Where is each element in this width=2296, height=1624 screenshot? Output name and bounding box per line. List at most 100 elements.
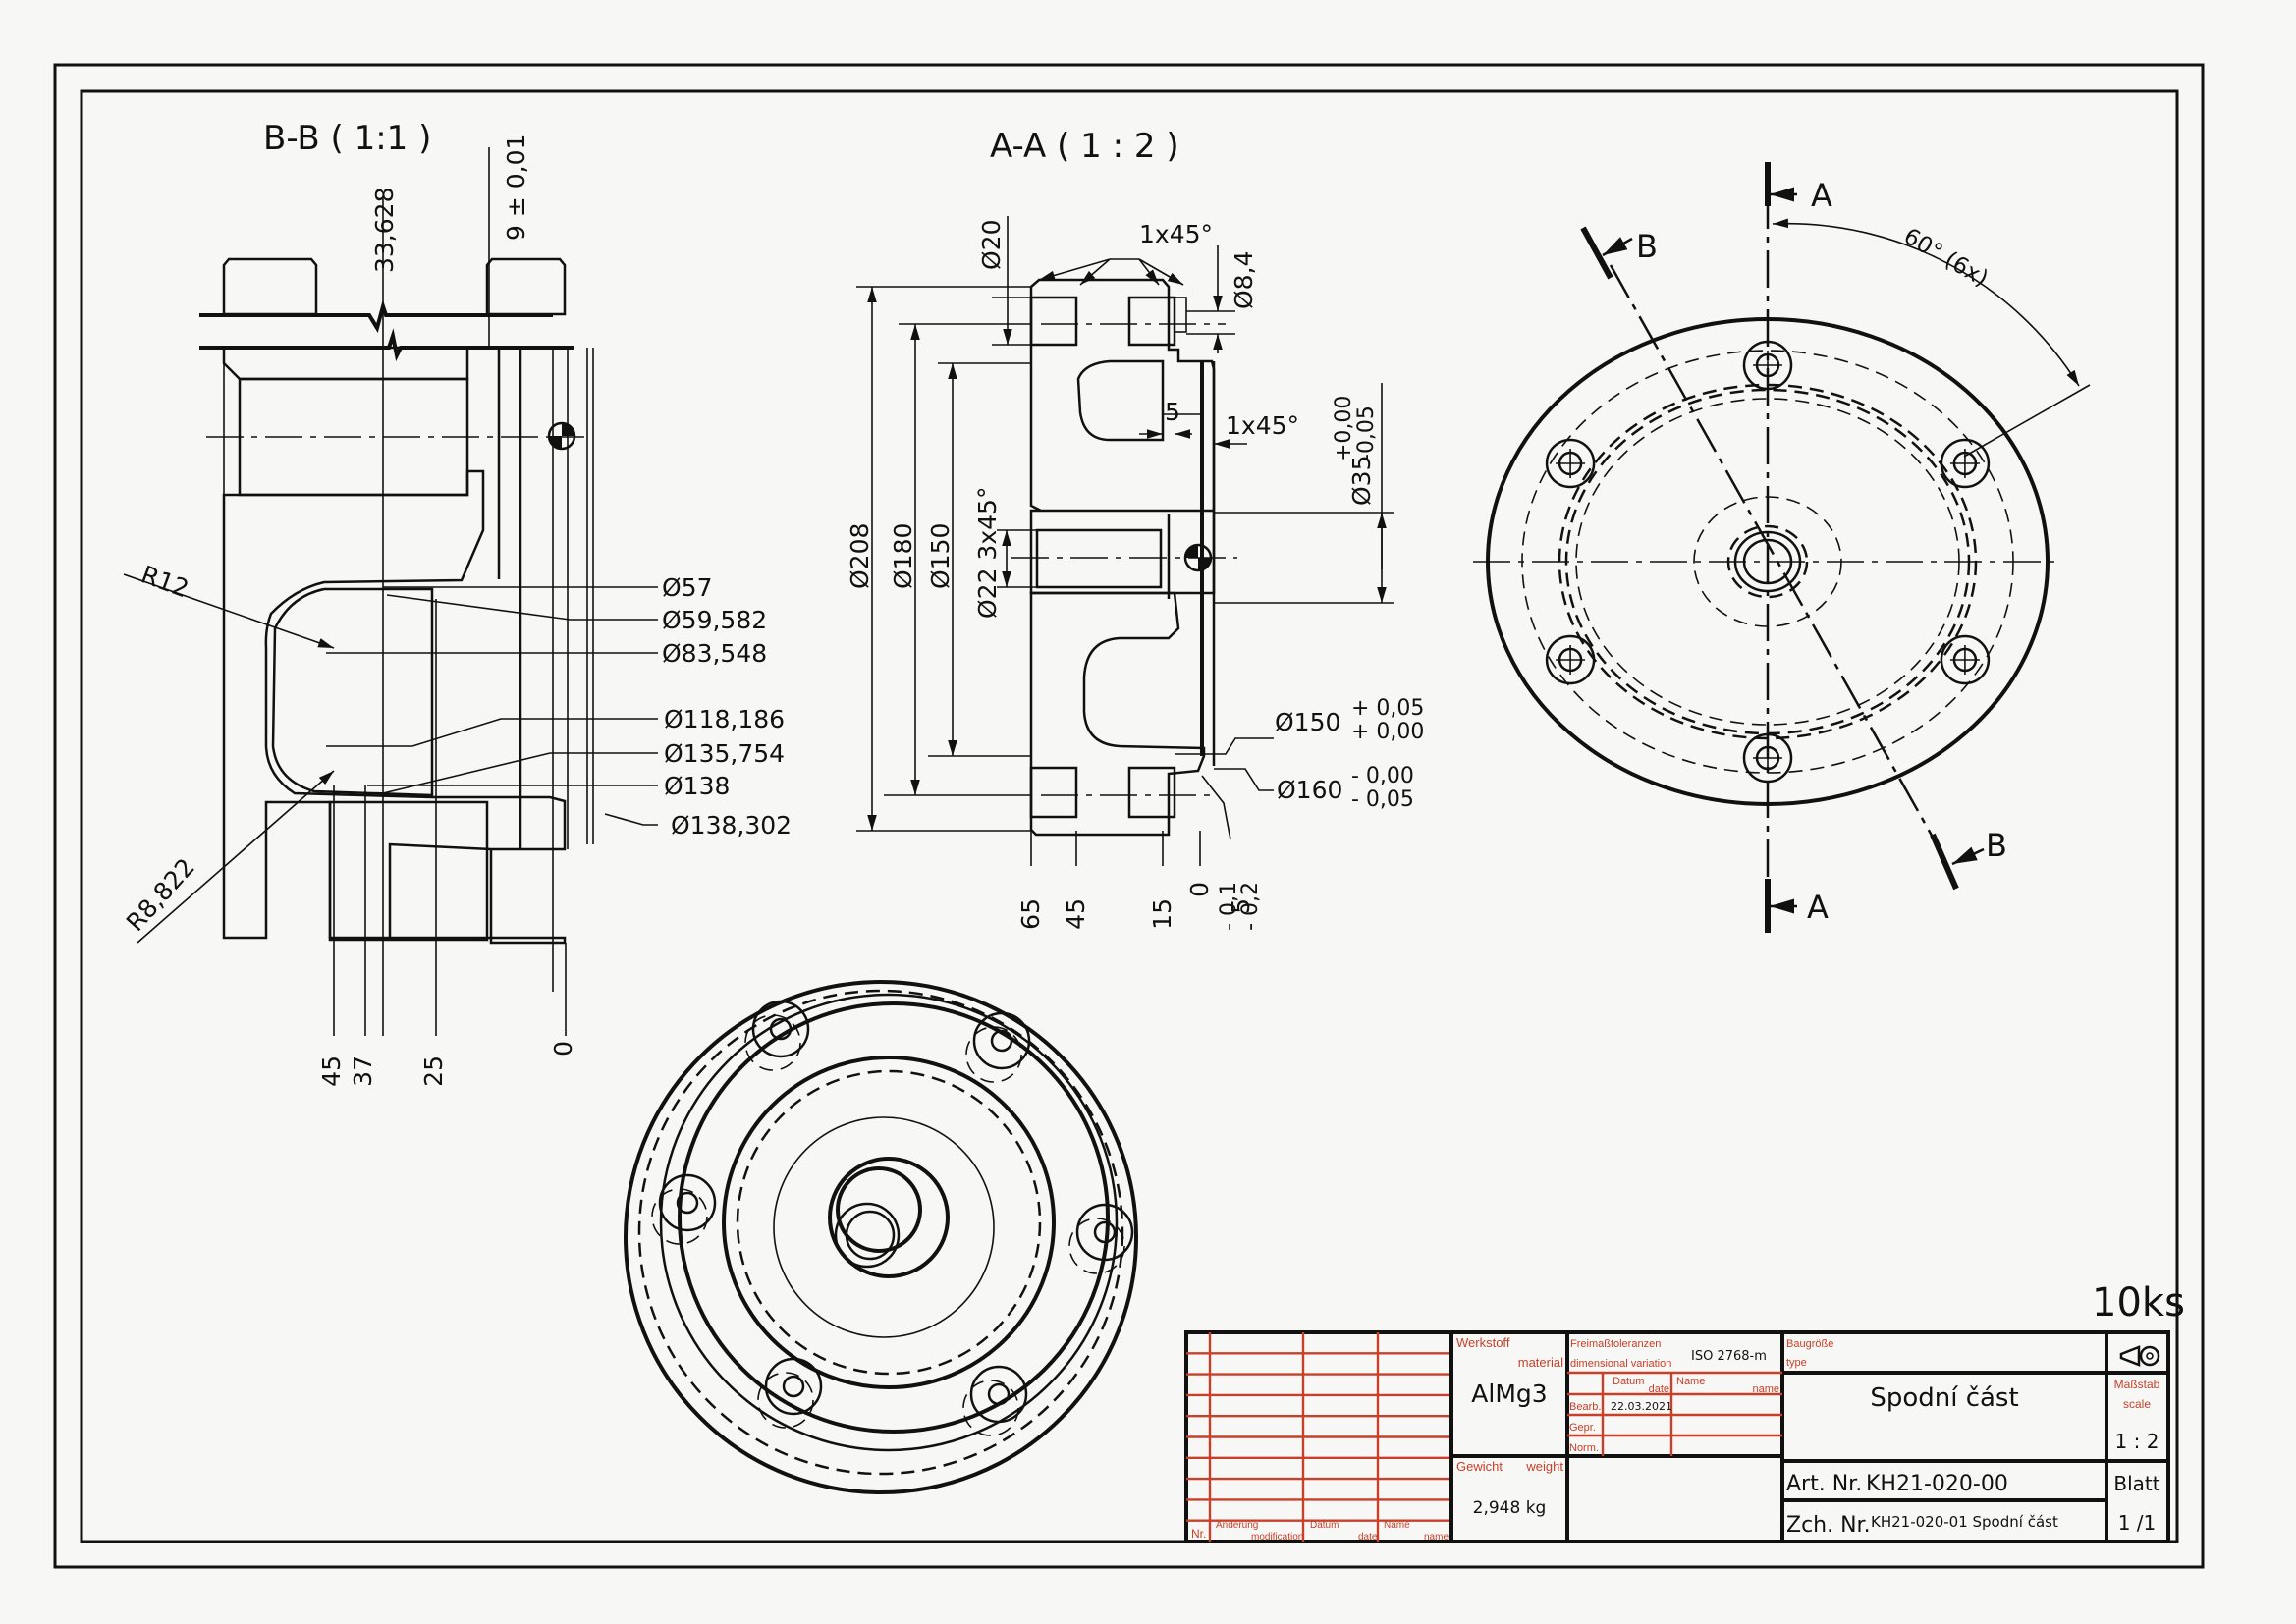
iso-view [624, 980, 1138, 1494]
aa-dim-d160-tol-upper: - 0,00 [1351, 764, 1414, 788]
zch-nr-value: KH21-020-01 Spodní část [1871, 1513, 2058, 1531]
name-label-en: name [1752, 1383, 1779, 1395]
rev-header-nr: Nr. [1191, 1527, 1206, 1541]
aa-dim-d150-fit: Ø150 [1275, 708, 1340, 736]
scale-value: 1 : 2 [2115, 1430, 2159, 1453]
bearb-label: Bearb. [1569, 1401, 1601, 1413]
rev-header-date-en: date [1358, 1532, 1378, 1543]
tolerance-label-de: Freimaßtoleranzen [1570, 1338, 1661, 1350]
sheet-label: Blatt [2113, 1472, 2159, 1495]
section-b-label: B [1986, 827, 2007, 864]
aa-ord-tol-group: 5 - 0,1 - 0,2 [1217, 882, 1263, 931]
aa-dim-d35-tol-lower: -0,05 [1354, 406, 1379, 461]
zch-nr-label: Zch. Nr. [1786, 1513, 1871, 1538]
bb-dim-d138302: Ø138,302 [671, 811, 792, 839]
aa-dim-d22: Ø22 3x45° [973, 487, 1002, 619]
tolerance-label-en: dimensional variation [1570, 1358, 1671, 1370]
aa-dim-d150: Ø150 [926, 523, 955, 589]
rev-header-change-en: modification [1251, 1532, 1303, 1543]
gepr-label: Gepr. [1569, 1422, 1596, 1434]
weight-value: 2,948 kg [1473, 1498, 1547, 1518]
bb-dim-d118186: Ø118,186 [664, 705, 785, 733]
aa-dim-d35: Ø35 [1347, 456, 1376, 507]
aa-ord-65: 65 [1016, 898, 1045, 930]
bb-dim-r12: R12 [137, 560, 192, 603]
rev-header-name-en: name [1424, 1532, 1449, 1543]
iso-bolt-hole [651, 1173, 717, 1245]
front-view: A A B B 60° (6x) [1473, 162, 2091, 933]
type-label-de: Baugröße [1786, 1338, 1833, 1350]
front-angle-label: 60° (6x) [1899, 224, 1993, 293]
section-marker-a-bottom: A [1765, 879, 1829, 933]
section-aa-title: A-A ( 1 : 2 ) [990, 127, 1179, 166]
bolt-hole [1545, 634, 1596, 685]
tolerance-value: ISO 2768-m [1691, 1349, 1767, 1364]
bb-dim-d135754: Ø135,754 [664, 739, 785, 768]
center-of-gravity-icon [547, 421, 576, 451]
bb-break-line-2 [199, 328, 574, 362]
art-nr-value: KH21-020-00 [1866, 1472, 2008, 1496]
bb-slot [328, 800, 489, 942]
bb-dim-d59582: Ø59,582 [662, 606, 767, 634]
bearb-date: 22.03.2021 [1611, 1400, 1672, 1413]
sheet-value: 1 /1 [2118, 1511, 2157, 1535]
first-angle-projection-icon [2119, 1345, 2160, 1367]
weight-label-en: weight [1525, 1459, 1563, 1474]
bb-ord-37: 37 [349, 1056, 377, 1087]
bolt-hole [1940, 634, 1991, 685]
bb-break-line-1 [199, 299, 553, 333]
aa-dim-chamfer-side: 1x45° [1226, 411, 1299, 440]
material-label-de: Werkstoff [1456, 1335, 1510, 1350]
weight-label-de: Gewicht [1456, 1459, 1503, 1474]
bb-dim-9-tol: 9 ± 0,01 [502, 135, 530, 241]
aa-dim-d150-tol-upper: + 0,05 [1351, 696, 1424, 721]
aa-dim-d180: Ø180 [889, 523, 917, 589]
part-name: Spodní část [1870, 1383, 2018, 1413]
title-block: Nr. Änderung modification Datum date Nam… [1184, 1330, 2170, 1543]
rev-header-name-de: Name [1384, 1520, 1410, 1531]
center-of-gravity-icon [1183, 543, 1213, 572]
aa-dim-chamfer-top: 1x45° [1139, 220, 1213, 248]
quantity-label: 10ks [2092, 1280, 2185, 1326]
type-label-en: type [1786, 1357, 1807, 1369]
scale-label-de: Maßstab [2114, 1378, 2160, 1391]
section-bb-title: B-B ( 1:1 ) [263, 119, 431, 158]
section-marker-a-top: A [1765, 162, 1832, 214]
aa-ord-tol-upper: - 0,1 [1217, 882, 1241, 931]
aa-ord-45: 45 [1062, 898, 1090, 930]
section-a-label: A [1807, 889, 1829, 926]
aa-dim-d150-fit-group: Ø150 + 0,05 + 0,00 [1275, 696, 1424, 744]
section-a-label: A [1811, 177, 1832, 214]
iso-bolt-hole [965, 1011, 1031, 1083]
aa-dim-d208: Ø208 [846, 523, 874, 589]
norm-label: Norm. [1569, 1442, 1599, 1454]
iso-bolt-hole [744, 1000, 810, 1071]
scale-label-en: scale [2123, 1397, 2151, 1411]
bb-dim-d83548: Ø83,548 [662, 639, 767, 668]
aa-dim-d160-fit-group: Ø160 - 0,00 - 0,05 [1277, 764, 1414, 812]
name-label-de: Name [1676, 1376, 1705, 1387]
iso-bolt-holes [651, 1000, 1134, 1436]
aa-ord-15: 15 [1148, 898, 1176, 930]
section-marker-b-bottom: B [1930, 827, 2007, 891]
bb-upper-body [222, 346, 469, 381]
aa-dim-d35-group: Ø35 +0,00 -0,05 [1332, 396, 1379, 506]
bolt-hole [1545, 438, 1596, 489]
bb-ord-45: 45 [317, 1056, 346, 1087]
aa-ord-0: 0 [1185, 882, 1214, 897]
bolt-hole [1940, 438, 1991, 489]
aa-dim-width-5: 5 [1165, 398, 1180, 426]
outer-frame [53, 63, 2205, 1569]
rev-header-date-de: Datum [1310, 1520, 1339, 1531]
aa-ord-tol: 5 [1227, 898, 1255, 914]
aa-dim-d160-fit: Ø160 [1277, 776, 1342, 804]
material-value: AlMg3 [1471, 1380, 1547, 1408]
bb-dim-d138: Ø138 [664, 772, 730, 800]
revision-table [1186, 1332, 1451, 1542]
bb-top-block-left [222, 257, 318, 316]
aa-ord-tol-lower: - 0,2 [1238, 882, 1263, 931]
aa-dim-d8-4: Ø8,4 [1230, 251, 1258, 309]
section-marker-b-top: B [1580, 226, 1658, 280]
section-b-label: B [1636, 228, 1658, 265]
